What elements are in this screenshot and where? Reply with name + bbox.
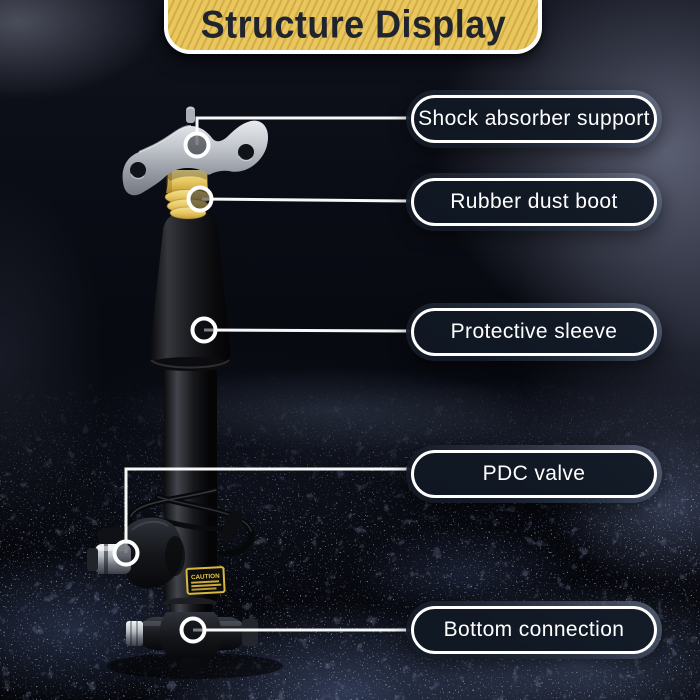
callout-bottom-connection: Bottom connection (406, 601, 662, 659)
title-banner: Structure Display (164, 0, 542, 54)
callout-protective-sleeve: Protective sleeve (406, 303, 662, 361)
callout-pill: Shock absorber support (411, 95, 657, 143)
anchor-dot-bottom-connection (179, 616, 207, 644)
connector-pdc-valve (124, 467, 410, 553)
mount-hole-right (238, 144, 254, 160)
callout-shock-absorber-support: Shock absorber support (406, 90, 662, 148)
callout-pdc-valve: PDC valve (406, 445, 662, 503)
anchor-dot-rubber-dust-boot (186, 185, 214, 213)
caution-sticker: CAUTION (185, 566, 226, 595)
callout-label: Rubber dust boot (450, 190, 618, 213)
connector-rubber-dust-boot (201, 197, 411, 203)
pdc-connector-plug (220, 512, 243, 543)
mount-hole-left (130, 162, 146, 178)
callout-pill: PDC valve (411, 450, 657, 498)
bushing-bolt-left (126, 621, 143, 646)
anchor-dot-pdc-valve (112, 539, 140, 567)
callout-pill: Protective sleeve (411, 308, 657, 356)
shock-absorber-illustration: CAUTION (87, 106, 283, 688)
caution-label-text: CAUTION (191, 573, 220, 582)
callout-label: Bottom connection (443, 618, 625, 641)
callout-rubber-dust-boot: Rubber dust boot (406, 173, 662, 231)
anchor-dot-protective-sleeve (190, 316, 218, 344)
callout-label: Shock absorber support (418, 107, 650, 130)
callout-label: PDC valve (482, 462, 586, 485)
callout-pill: Bottom connection (411, 606, 657, 654)
callout-anchor-dots (112, 131, 218, 644)
mount-stud (186, 109, 195, 123)
callout-label: Protective sleeve (450, 320, 618, 343)
callout-pill: Rubber dust boot (411, 178, 657, 226)
connector-protective-sleeve (203, 328, 411, 333)
banner-title: Structure Display (200, 2, 506, 46)
bushing-nut-right (242, 619, 258, 646)
anchor-dot-shock-absorber-support (183, 131, 211, 159)
callout-connectors (124, 116, 411, 632)
